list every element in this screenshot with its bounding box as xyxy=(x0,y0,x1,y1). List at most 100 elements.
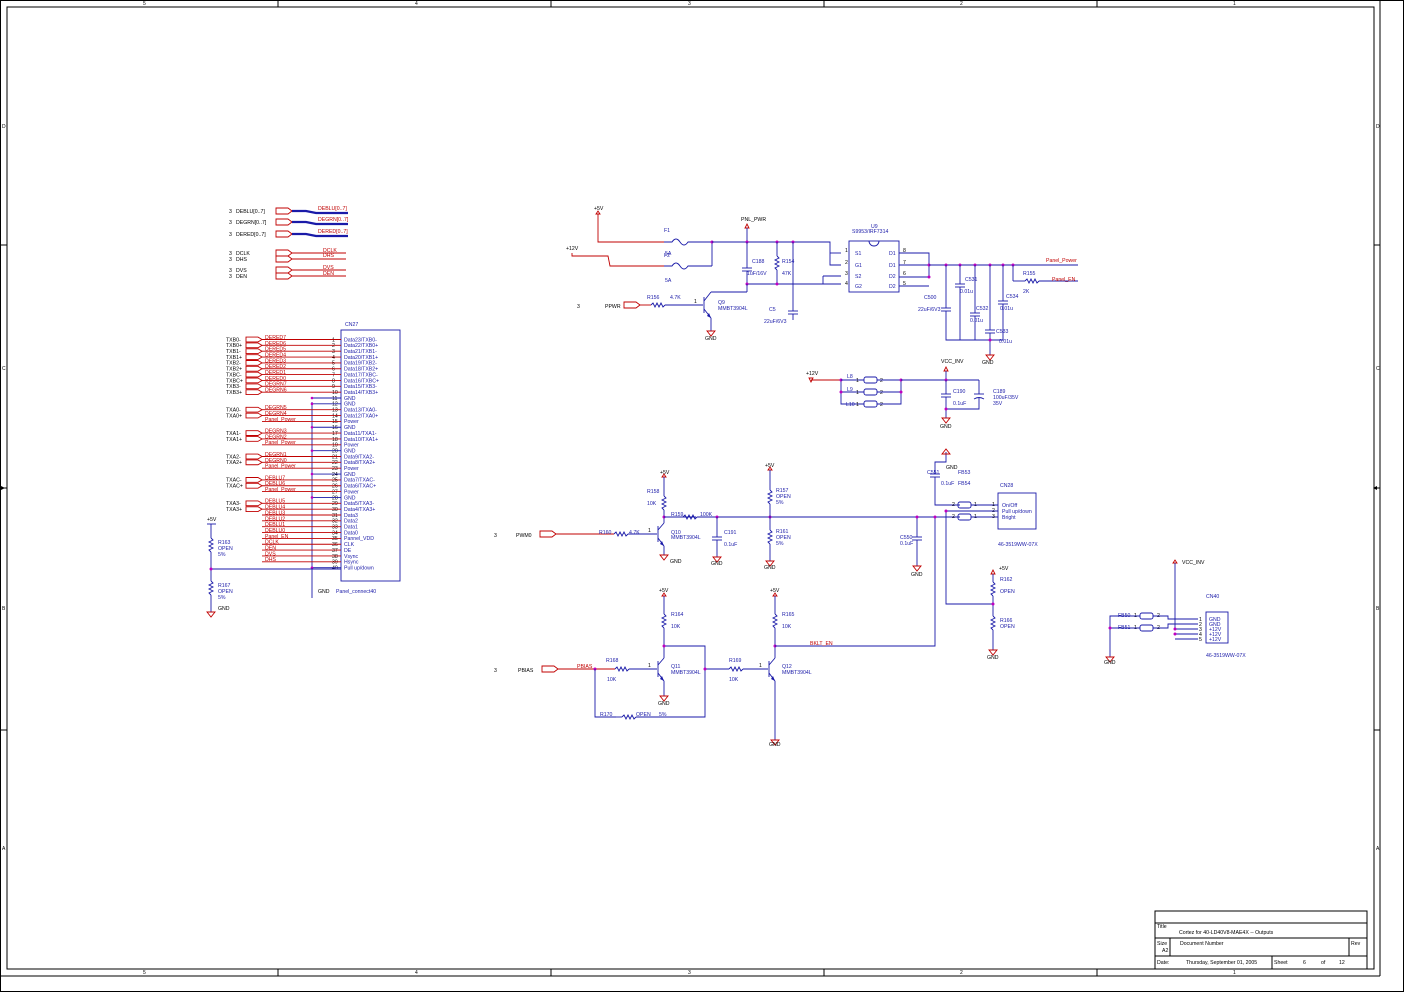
pin-name: Hsync xyxy=(344,560,359,566)
ref-designator: R167 xyxy=(218,583,231,589)
pin-number: 2 xyxy=(1199,622,1202,628)
port-name: TXA3- xyxy=(226,501,241,507)
port-symbol xyxy=(623,301,641,309)
pin-number: 4 xyxy=(845,281,848,287)
part-value: 100K xyxy=(700,512,713,518)
ref-designator: C189 xyxy=(993,389,1006,395)
resistor-r154 xyxy=(773,255,781,271)
pin-number: 40 xyxy=(332,565,338,571)
sheet-size: A2 xyxy=(1162,948,1168,954)
part-value: OPEN xyxy=(776,494,791,500)
port-name: DHS xyxy=(236,257,247,263)
ref-designator: R166 xyxy=(1000,618,1013,624)
part-value: 0.1uF xyxy=(941,481,954,487)
pin-number: 15 xyxy=(332,419,338,425)
ref-designator: C500 xyxy=(924,295,937,301)
pin-name: Data19/TXB2- xyxy=(344,361,377,367)
ref-designator: Q9 xyxy=(718,300,725,306)
part-value: Panel_connect40 xyxy=(336,589,376,595)
part-value: OPEN xyxy=(776,535,791,541)
voltage-rating: 35V xyxy=(993,401,1003,407)
pin-number: 28 xyxy=(332,495,338,501)
title-block: Title Cortez for 40-LD40V8-MAE4X -- Outp… xyxy=(1154,910,1368,970)
resistor-r155 xyxy=(1024,277,1040,285)
port-symbol xyxy=(245,506,263,512)
port-symbol xyxy=(275,255,293,263)
pin-number: 12 xyxy=(332,402,338,408)
sheet-ref: 3 xyxy=(229,257,232,263)
resistor-r159 xyxy=(682,513,698,521)
pin-name: +12V xyxy=(1209,632,1222,638)
gnd-symbol xyxy=(706,330,716,337)
pin-name: Power xyxy=(344,443,359,449)
pin-number: 24 xyxy=(332,472,338,478)
pin-name: Data0 xyxy=(344,530,358,536)
resistor-r165 xyxy=(771,613,779,629)
part-value: 0.1uF xyxy=(900,541,913,547)
pin-number: 2 xyxy=(952,514,955,520)
port-symbol xyxy=(245,336,263,343)
gnd-symbol xyxy=(770,739,780,746)
col-label: 5 xyxy=(143,1,146,7)
inverter-supply: +12V L8 1 2 L9 1 2 L10 1 2 VCC_INV C190 … xyxy=(806,359,1019,430)
pin-number: 30 xyxy=(332,507,338,513)
pin-name: Data1 xyxy=(344,525,358,531)
part-value: MMBT3904L xyxy=(718,306,748,312)
pin-number: 1 xyxy=(759,663,762,669)
tolerance: 5% xyxy=(776,500,784,506)
port-symbol xyxy=(275,230,293,238)
ref-designator: L9 xyxy=(847,387,853,393)
row-label: A xyxy=(1376,846,1380,852)
pin-name: Data7/TXAC- xyxy=(344,478,375,484)
gnd-label: GND xyxy=(670,559,682,565)
port-symbol xyxy=(245,453,263,460)
power-label: +5V xyxy=(594,206,604,212)
sheet-ref: 3 xyxy=(229,268,232,274)
gnd-label: GND xyxy=(982,360,994,366)
port-name: TXBC- xyxy=(226,372,242,378)
tolerance: 5% xyxy=(218,552,226,558)
pin-number: 31 xyxy=(332,513,338,519)
pin-name: +12V xyxy=(1209,627,1222,633)
pin-name: Data14/TXB3+ xyxy=(344,390,378,396)
pin-name: Data8/TXA2+ xyxy=(344,460,375,466)
sheet-ref: 3 xyxy=(229,220,232,226)
ref-designator: R156 xyxy=(647,295,660,301)
port-symbol xyxy=(275,272,293,280)
gnd-label: GND xyxy=(218,606,230,612)
connector-cn40-body xyxy=(1205,611,1229,644)
mosfet-u9-body xyxy=(848,240,900,293)
pin-name: GND xyxy=(344,495,356,501)
port-name: TXB2+ xyxy=(226,367,242,373)
ref-designator: R159 xyxy=(671,512,684,518)
port-name: PBIAS xyxy=(518,668,534,674)
port-name: TXA2- xyxy=(226,454,241,460)
net-label: VCC_INV xyxy=(941,359,964,365)
gnd-label: GND xyxy=(705,336,717,342)
net-label: DEBLU7 xyxy=(265,475,285,481)
power-label: +5V xyxy=(659,588,669,594)
net-label: DEGRN3 xyxy=(265,429,287,435)
fuse-f1 xyxy=(664,238,712,246)
pin-number: 26 xyxy=(332,484,338,490)
ref-designator: FB53 xyxy=(958,470,971,476)
pin-name: Data20/TXB1+ xyxy=(344,355,378,361)
net-label: DEBLU[0..7] xyxy=(318,206,347,212)
pin-name: Pannel_VDD xyxy=(344,536,374,542)
gnd-symbol xyxy=(712,556,722,563)
ref-designator: C551 xyxy=(927,470,940,476)
port-name: TXB1- xyxy=(226,349,241,355)
pin-number: 19 xyxy=(332,443,338,449)
port-symbol xyxy=(539,530,557,538)
part-value: OPEN xyxy=(1000,624,1015,630)
port-symbol xyxy=(245,342,263,349)
pin-number: 7 xyxy=(903,260,906,266)
port-symbol xyxy=(245,459,263,466)
pin-number: 27 xyxy=(332,489,338,495)
pin-number: 1 xyxy=(648,528,651,534)
pin-number: 1 xyxy=(856,390,859,396)
pin-number: 18 xyxy=(332,437,338,443)
port-name: TXAC+ xyxy=(226,484,243,490)
